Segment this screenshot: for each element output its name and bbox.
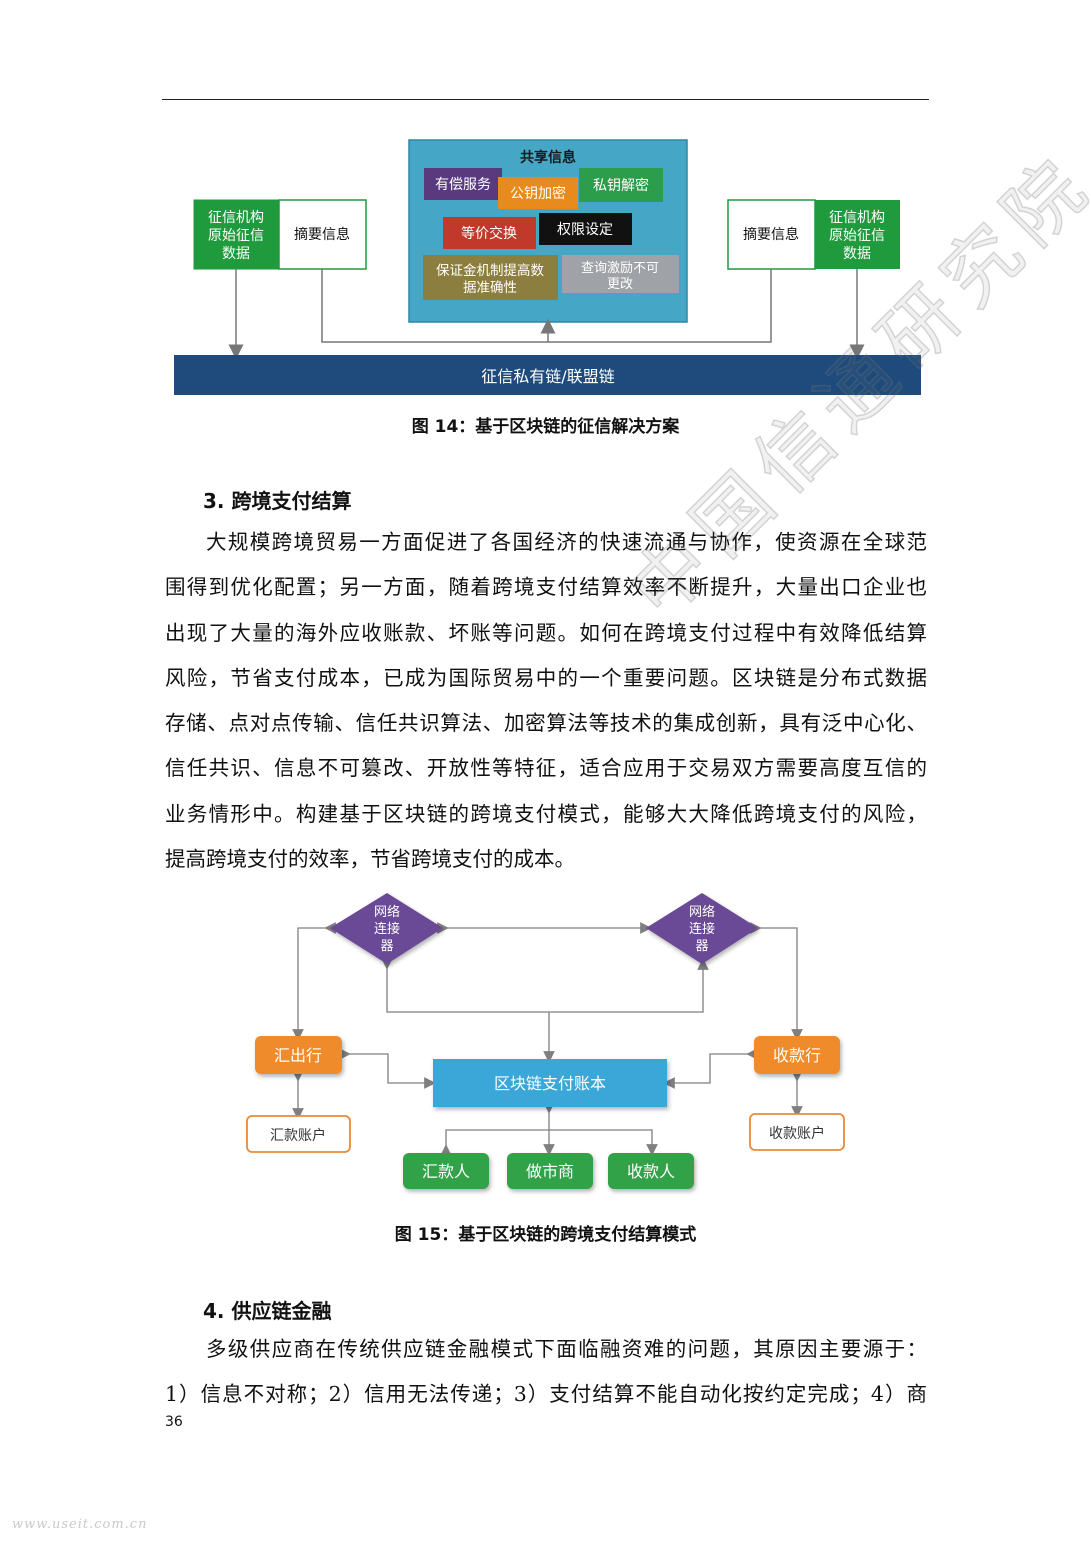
receive-bank-to-ledger xyxy=(663,1048,758,1089)
ledger-box xyxy=(433,1059,667,1107)
box-paid-service xyxy=(424,168,502,200)
left-org-line-1: 征信机构 xyxy=(208,210,264,226)
right-org-box xyxy=(815,200,900,269)
left-summary-box xyxy=(278,199,367,270)
header-rule xyxy=(162,99,929,100)
figure-14-diagram: 共享信息 有偿服务 公钥加密 私钥解密 等价交换 权限设定 保证金机制提高数 据… xyxy=(174,139,921,395)
payee-box xyxy=(608,1153,694,1189)
box-deposit xyxy=(423,255,558,300)
box-paid-service-label: 有偿服务 xyxy=(435,177,491,193)
market-maker-label: 做市商 xyxy=(526,1162,574,1181)
section-3-paragraph: 大规模跨境贸易一方面促进了各国经济的快速流通与协作，使资源在全球范 围得到优化配… xyxy=(165,520,927,882)
figure-15-diagram: 网络 连接 器 网络 连接 器 汇出行 收款行 区块链支付账本 汇款账户 收款账… xyxy=(246,893,845,1189)
summary-link-line xyxy=(321,269,772,343)
receive-account-box xyxy=(749,1113,845,1151)
paragraph-line: 提高跨境支付的效率，节省跨境支付的成本。 xyxy=(165,847,575,872)
remit-bank-to-ledger xyxy=(339,1048,436,1089)
payee-label: 收款人 xyxy=(627,1162,675,1181)
right-summary-label: 摘要信息 xyxy=(743,226,799,243)
box-private-key xyxy=(579,168,663,202)
section-4-paragraph: 多级供应商在传统供应链金融模式下面临融资难的问题，其原因主要源于： 1）信息不对… xyxy=(165,1327,927,1418)
connector-right-line-3: 器 xyxy=(695,939,708,954)
box-public-key xyxy=(498,177,578,209)
paragraph-line: 1）信息不对称；2）信用无法传递；3）支付结算不能自动化按约定完成；4）商 xyxy=(165,1382,927,1407)
payer-label: 汇款人 xyxy=(422,1162,470,1181)
ledger-label: 区块链支付账本 xyxy=(494,1074,606,1093)
remit-bank-box xyxy=(255,1036,342,1074)
left-org-line-2: 原始征信 xyxy=(208,228,264,244)
receive-account-label: 收款账户 xyxy=(769,1125,825,1142)
right-org-line-1: 征信机构 xyxy=(829,210,885,226)
box-public-key-label: 公钥加密 xyxy=(510,185,566,202)
receive-bank-label: 收款行 xyxy=(773,1046,821,1065)
box-query-label-1: 查询激励不可 xyxy=(581,261,659,276)
network-connector-right xyxy=(646,893,758,964)
paragraph-line: 出现了大量的海外应收账款、坏账等问题。如何在跨境支付过程中有效降低结算 xyxy=(165,620,927,645)
receive-bank-box xyxy=(754,1036,840,1074)
left-connector-to-bank xyxy=(292,922,336,1041)
remit-account-label: 汇款账户 xyxy=(270,1127,326,1144)
right-org-line-3: 数据 xyxy=(843,246,871,262)
connector-bracket xyxy=(381,958,709,1013)
box-equal-exchange xyxy=(443,217,536,249)
section-4-heading: 4. 供应链金融 xyxy=(203,1299,332,1323)
paragraph-line: 围得到优化配置；另一方面，随着跨境支付结算效率不断提升，大量出口企业也 xyxy=(165,575,927,600)
box-query-label-2: 更改 xyxy=(607,277,633,292)
paragraph-line: 大规模跨境贸易一方面促进了各国经济的快速流通与协作，使资源在全球范 xyxy=(206,530,927,554)
left-org-line-3: 数据 xyxy=(222,246,250,262)
paragraph-line: 风险，节省支付成本，已成为国际贸易中的一个重要问题。区块链是分布式数据 xyxy=(165,665,927,690)
box-deposit-label-2: 据准确性 xyxy=(463,280,517,296)
right-connector-to-bank xyxy=(750,922,803,1041)
chain-bar-label: 征信私有链/联盟链 xyxy=(481,367,614,386)
box-private-key-label: 私钥解密 xyxy=(593,177,649,194)
remit-account-box xyxy=(246,1115,351,1153)
connector-left-line-1: 网络 xyxy=(374,904,400,920)
paragraph-line: 多级供应商在传统供应链金融模式下面临融资难的问题，其原因主要源于： xyxy=(206,1337,927,1361)
box-query xyxy=(562,255,679,293)
network-connector-left xyxy=(330,893,443,964)
box-deposit-label-1: 保证金机制提高数 xyxy=(436,262,544,279)
chain-bar xyxy=(174,355,921,395)
paragraph-line: 业务情形中。构建基于区块链的跨境支付模式，能够大大降低跨境支付的风险， xyxy=(165,801,927,826)
box-equal-exchange-label: 等价交换 xyxy=(461,225,517,242)
paragraph-line: 信任共识、信息不可篡改、开放性等特征，适合应用于交易双方需要高度互信的 xyxy=(165,756,927,781)
paragraph-line: 存储、点对点传输、信任共识算法、加密算法等技术的集成创新，具有泛中心化、 xyxy=(165,711,927,736)
remit-bank-label: 汇出行 xyxy=(274,1046,322,1065)
bottom-watermark: www.useit.com.cn xyxy=(12,1517,148,1532)
section-3-heading: 3. 跨境支付结算 xyxy=(203,489,352,513)
figure-14-caption: 图 14：基于区块链的征信解决方案 xyxy=(411,417,680,437)
shared-info-title: 共享信息 xyxy=(520,149,576,166)
box-permission xyxy=(539,213,632,245)
box-permission-label: 权限设定 xyxy=(557,222,613,238)
right-org-line-2: 原始征信 xyxy=(829,228,885,244)
figure-15-caption: 图 15：基于区块链的跨境支付结算模式 xyxy=(394,1225,697,1245)
left-summary-label: 摘要信息 xyxy=(294,226,350,243)
market-maker-box xyxy=(507,1153,593,1189)
page-number: 36 xyxy=(165,1414,183,1430)
connector-right-line-2: 连接 xyxy=(689,921,715,937)
connector-left-line-3: 器 xyxy=(380,939,393,954)
connector-left-line-2: 连接 xyxy=(374,921,400,937)
connector-right-line-1: 网络 xyxy=(689,904,715,920)
right-summary-box xyxy=(727,199,816,270)
payer-box xyxy=(403,1153,489,1189)
